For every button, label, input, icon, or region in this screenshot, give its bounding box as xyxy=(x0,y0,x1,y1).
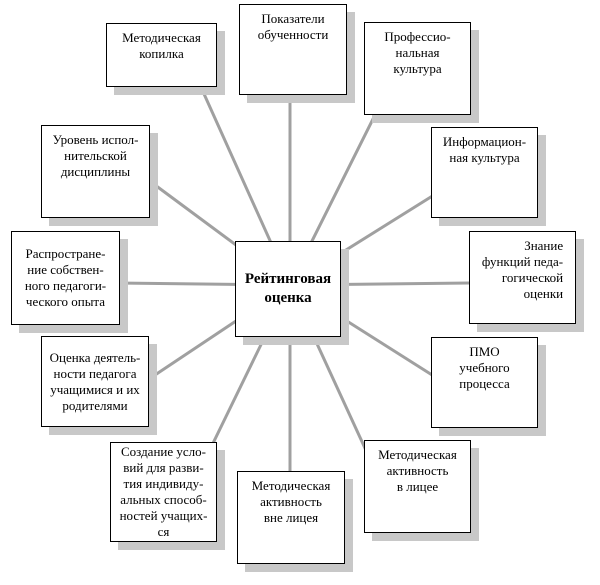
node-label: Оценка деятель- ности педагога учащимися… xyxy=(49,349,141,413)
node-label: Знание функций педа- гогической оценки xyxy=(481,238,564,301)
node-inform-kultura: Информацион- ная культура xyxy=(431,127,538,218)
node-label: Методическая копилка xyxy=(122,30,201,61)
node-metod-kopilka: Методическая копилка xyxy=(106,23,217,87)
node-label: Методическая активность вне лицея xyxy=(251,478,331,525)
node-label: Создание усло- вий для разви- тия индиви… xyxy=(119,444,208,539)
node-label: Уровень испол- нительской дисциплины xyxy=(52,132,139,179)
node-znanie-funkcij: Знание функций педа- гогической оценки xyxy=(469,231,576,324)
node-label: Распростране- ние собствен- ного педагог… xyxy=(24,246,107,309)
node-prof-kultura: Профессио- нальная культура xyxy=(364,22,471,115)
node-rasprostranenie: Распростране- ние собствен- ного педагог… xyxy=(11,231,120,325)
center-node-label: Рейтинговая оценка xyxy=(244,271,332,306)
node-metod-akt-licej: Методическая активность в лицее xyxy=(364,440,471,533)
node-metod-akt-vne: Методическая активность вне лицея xyxy=(237,471,345,564)
node-label: Показатели обученности xyxy=(257,11,329,42)
node-label: ПМО учебного процесса xyxy=(459,344,510,391)
node-sozdanie-uslovij: Создание усло- вий для разви- тия индиви… xyxy=(110,442,217,542)
node-uroven-disciplin: Уровень испол- нительской дисциплины xyxy=(41,125,150,218)
node-ocenka-deyat: Оценка деятель- ности педагога учащимися… xyxy=(41,336,149,427)
node-label: Методическая активность в лицее xyxy=(378,447,457,494)
center-node-rating: Рейтинговая оценка xyxy=(235,241,341,337)
node-pmo: ПМО учебного процесса xyxy=(431,337,538,428)
node-label: Профессио- нальная культура xyxy=(384,29,451,76)
node-label: Информацион- ная культура xyxy=(442,134,527,165)
node-pokazateli: Показатели обученности xyxy=(239,4,347,95)
